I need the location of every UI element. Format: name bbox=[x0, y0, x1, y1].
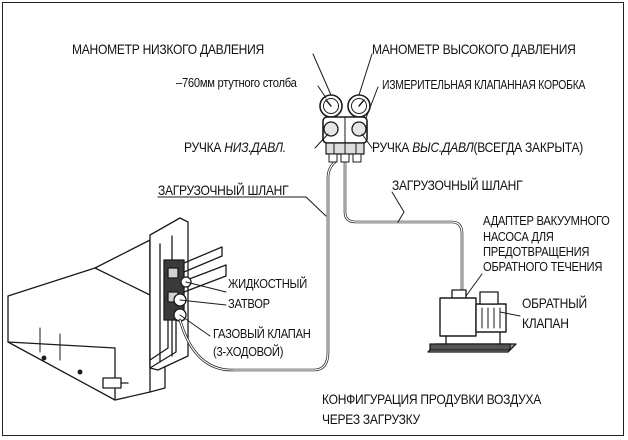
high-handle-name: ВЫС.ДАВЛ bbox=[412, 139, 474, 155]
caption-line2: ЧЕРЕЗ ЗАГРУЗКУ bbox=[322, 411, 420, 427]
charging-hose-low bbox=[178, 160, 337, 372]
gas-valve-label-line1: ГАЗОВЫЙ КЛАПАН bbox=[213, 326, 311, 341]
liquid-valve-label-line1: ЖИДКОСТНЫЙ bbox=[228, 276, 307, 291]
diagram-frame bbox=[2, 2, 624, 436]
liquid-valve-label-line2: ЗАТВОР bbox=[228, 296, 270, 311]
low-handle-prefix: РУЧКА bbox=[184, 139, 225, 155]
gas-valve-label-line2: (3-ХОДОВОЙ) bbox=[213, 344, 284, 359]
vacuum-reading-label: –760мм ртутного столба bbox=[176, 75, 297, 90]
leader-lines bbox=[157, 53, 405, 223]
manifold-gauge-set bbox=[319, 94, 371, 163]
outdoor-unit bbox=[7, 239, 166, 401]
adapter-label-line3: ПРЕДОТВРАЩЕНИЯ bbox=[483, 244, 590, 259]
vacuum-pump bbox=[427, 273, 521, 353]
check-valve-label-line2: КЛАПАН bbox=[522, 315, 569, 331]
adapter-label-line1: АДАПТЕР ВАКУУМНОГО bbox=[483, 213, 610, 228]
service-panel bbox=[149, 217, 227, 371]
high-handle-label: РУЧКА ВЫС.ДАВЛ(ВСЕГДА ЗАКРЫТА) bbox=[372, 140, 583, 154]
low-handle-label: РУЧКА НИЗ.ДАВЛ. bbox=[184, 140, 286, 154]
charging-hose-left-label: ЗАГРУЗОЧНЫЙ ШЛАНГ bbox=[158, 182, 289, 198]
high-handle-prefix: РУЧКА bbox=[372, 139, 413, 155]
charging-hose-center bbox=[343, 158, 464, 294]
high-pressure-gauge-label: МАНОМЕТР ВЫСОКОГО ДАВЛЕНИЯ bbox=[372, 41, 576, 57]
low-pressure-gauge-label: МАНОМЕТР НИЗКОГО ДАВЛЕНИЯ bbox=[72, 41, 264, 57]
high-handle-note: (ВСЕГДА ЗАКРЫТА) bbox=[473, 139, 583, 155]
low-handle-name: НИЗ.ДАВЛ. bbox=[224, 139, 286, 155]
charging-hose-right-label: ЗАГРУЗОЧНЫЙ ШЛАНГ bbox=[392, 177, 523, 193]
check-valve-label-line1: ОБРАТНЫЙ bbox=[522, 295, 587, 311]
adapter-label-line2: НАСОСА ДЛЯ bbox=[483, 229, 554, 244]
caption-line1: КОНФИГУРАЦИЯ ПРОДУВКИ ВОЗДУХА bbox=[322, 391, 542, 407]
adapter-label-line4: ОБРАТНОГО ТЕЧЕНИЯ bbox=[483, 259, 603, 274]
manifold-label: ИЗМЕРИТЕЛЬНАЯ КЛАПАННАЯ КОРОБКА bbox=[382, 77, 586, 92]
